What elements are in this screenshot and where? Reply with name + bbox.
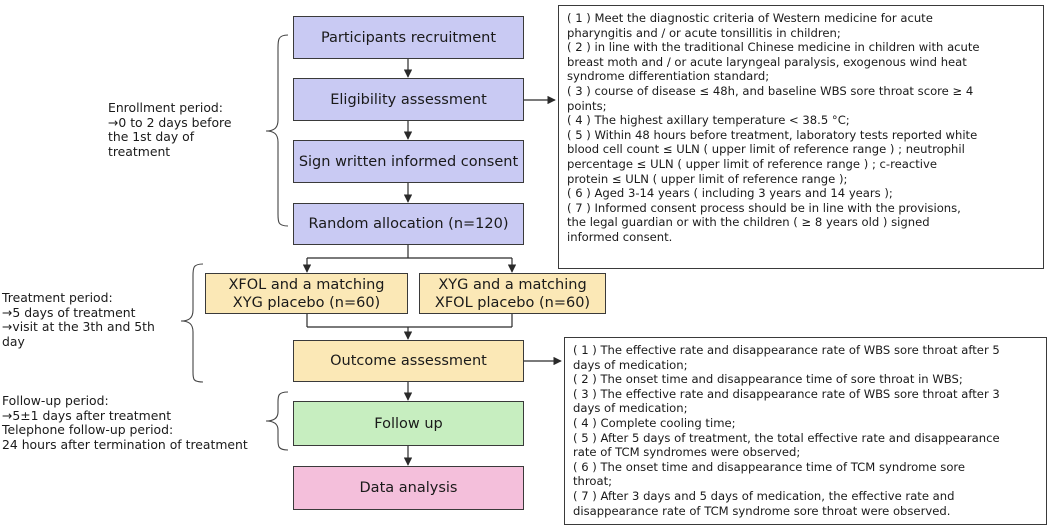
inclusion-line-5: syndrome differentiation standard; bbox=[567, 69, 770, 84]
followup-period-label: Follow-up period: →5±1 days after treatm… bbox=[2, 393, 264, 452]
inclusion-line-15: the legal guardian or with the children … bbox=[567, 215, 930, 230]
outcome-line-10: throat; bbox=[573, 474, 613, 489]
follow-up-label: Follow up bbox=[374, 415, 443, 432]
treatment-line-4: day bbox=[2, 333, 25, 349]
outcome-line-1: ( 1 ) The effective rate and disappearan… bbox=[573, 343, 1000, 357]
outcome-assessment-box: Outcome assessment bbox=[293, 340, 524, 382]
brace-followup bbox=[265, 391, 289, 451]
followup-line-3: Telephone follow-up period: bbox=[2, 422, 174, 438]
inclusion-line-9: ( 5 ) Within 48 hours before treatment, … bbox=[567, 127, 978, 142]
brace-enrollment bbox=[265, 34, 289, 227]
treatment-line-1: Treatment period: bbox=[2, 290, 113, 305]
outcome-line-9: ( 6 ) The onset time and disappearance t… bbox=[573, 459, 966, 474]
inclusion-line-14: ( 7 ) Informed consent process should be… bbox=[567, 200, 961, 215]
arm-xfol-box: XFOL and a matching XYG placebo (n=60) bbox=[205, 273, 408, 314]
outcome-line-7: ( 5 ) After 5 days of treatment, the tot… bbox=[573, 430, 1000, 445]
inclusion-line-2: pharyngitis and / or acute tonsillitis i… bbox=[567, 25, 841, 40]
outcome-line-4: ( 3 ) The effective rate and disappearan… bbox=[573, 386, 1000, 401]
random-allocation-label: Random allocation (n=120) bbox=[308, 216, 509, 232]
outcome-line-6: ( 4 ) Complete cooling time; bbox=[573, 415, 736, 430]
inclusion-line-11: percentage ≤ ULN ( upper limit of refere… bbox=[567, 156, 937, 171]
inclusion-line-1: ( 1 ) Meet the diagnostic criteria of We… bbox=[567, 11, 933, 25]
inclusion-line-7: points; bbox=[567, 98, 607, 113]
eligibility-assessment-label: Eligibility assessment bbox=[330, 91, 487, 108]
arm-xfol-line-1: XFOL and a matching bbox=[228, 276, 385, 293]
outcome-line-3: ( 2 ) The onset time and disappearance t… bbox=[573, 372, 963, 387]
participants-recruitment-label: Participants recruitment bbox=[320, 29, 497, 46]
informed-consent-label: Sign written informed consent bbox=[298, 153, 519, 170]
inclusion-line-3: ( 2 ) in line with the traditional Chine… bbox=[567, 40, 980, 55]
outcome-line-8: rate of TCM syndromes were observed; bbox=[573, 445, 801, 460]
arm-xyg-line-2: XFOL placebo (n=60) bbox=[434, 294, 591, 311]
inclusion-line-13: ( 6 ) Aged 3-14 years ( including 3 year… bbox=[567, 186, 893, 201]
brace-treatment bbox=[180, 263, 204, 383]
enrollment-line-3: the 1st day of bbox=[108, 129, 195, 145]
inclusion-line-8: ( 4 ) The highest axillary temperature <… bbox=[567, 113, 850, 128]
enrollment-line-2: →0 to 2 days before bbox=[108, 114, 232, 130]
follow-up-box: Follow up bbox=[293, 401, 524, 446]
arm-xyg-box: XYG and a matching XFOL placebo (n=60) bbox=[419, 273, 606, 314]
data-analysis-label: Data analysis bbox=[359, 480, 458, 496]
informed-consent-box: Sign written informed consent bbox=[293, 140, 524, 183]
inclusion-line-16: informed consent. bbox=[567, 229, 673, 244]
inclusion-line-12: protein ≤ ULN ( upper limit of reference… bbox=[567, 171, 848, 186]
followup-line-1: Follow-up period: bbox=[2, 393, 109, 408]
followup-line-2: →5±1 days after treatment bbox=[2, 407, 172, 423]
outcome-line-5: days of medication; bbox=[573, 401, 688, 416]
outcome-line-12: disappearance rate of TCM syndrome sore … bbox=[573, 503, 951, 518]
outcome-assessment-label: Outcome assessment bbox=[330, 353, 487, 369]
treatment-line-3: →visit at the 3th and 5th bbox=[2, 319, 155, 335]
enrollment-line-4: treatment bbox=[108, 143, 171, 159]
inclusion-line-6: ( 3 ) course of disease ≤ 48h, and basel… bbox=[567, 83, 974, 98]
participants-recruitment-box: Participants recruitment bbox=[293, 16, 524, 59]
inclusion-line-10: blood cell count ≤ ULN ( upper limit of … bbox=[567, 142, 965, 157]
enrollment-line-1: Enrollment period: bbox=[108, 100, 223, 115]
inclusion-line-4: breast moth and / or acute laryngeal par… bbox=[567, 54, 967, 69]
eligibility-assessment-box: Eligibility assessment bbox=[293, 78, 524, 121]
enrollment-period-label: Enrollment period: →0 to 2 days before t… bbox=[108, 100, 268, 159]
outcome-line-11: ( 7 ) After 3 days and 5 days of medicat… bbox=[573, 488, 955, 503]
outcome-measures-box: ( 1 ) The effective rate and disappearan… bbox=[564, 337, 1047, 525]
inclusion-criteria-box: ( 1 ) Meet the diagnostic criteria of We… bbox=[558, 5, 1044, 269]
arm-xfol-line-2: XYG placebo (n=60) bbox=[232, 294, 381, 311]
treatment-period-label: Treatment period: →5 days of treatment →… bbox=[2, 290, 180, 349]
treatment-line-2: →5 days of treatment bbox=[2, 304, 136, 320]
followup-line-4: 24 hours after termination of treatment bbox=[2, 436, 248, 452]
random-allocation-box: Random allocation (n=120) bbox=[293, 203, 524, 245]
outcome-line-2: days of medication; bbox=[573, 357, 688, 372]
data-analysis-box: Data analysis bbox=[293, 466, 524, 510]
arm-xyg-line-1: XYG and a matching bbox=[438, 276, 587, 293]
